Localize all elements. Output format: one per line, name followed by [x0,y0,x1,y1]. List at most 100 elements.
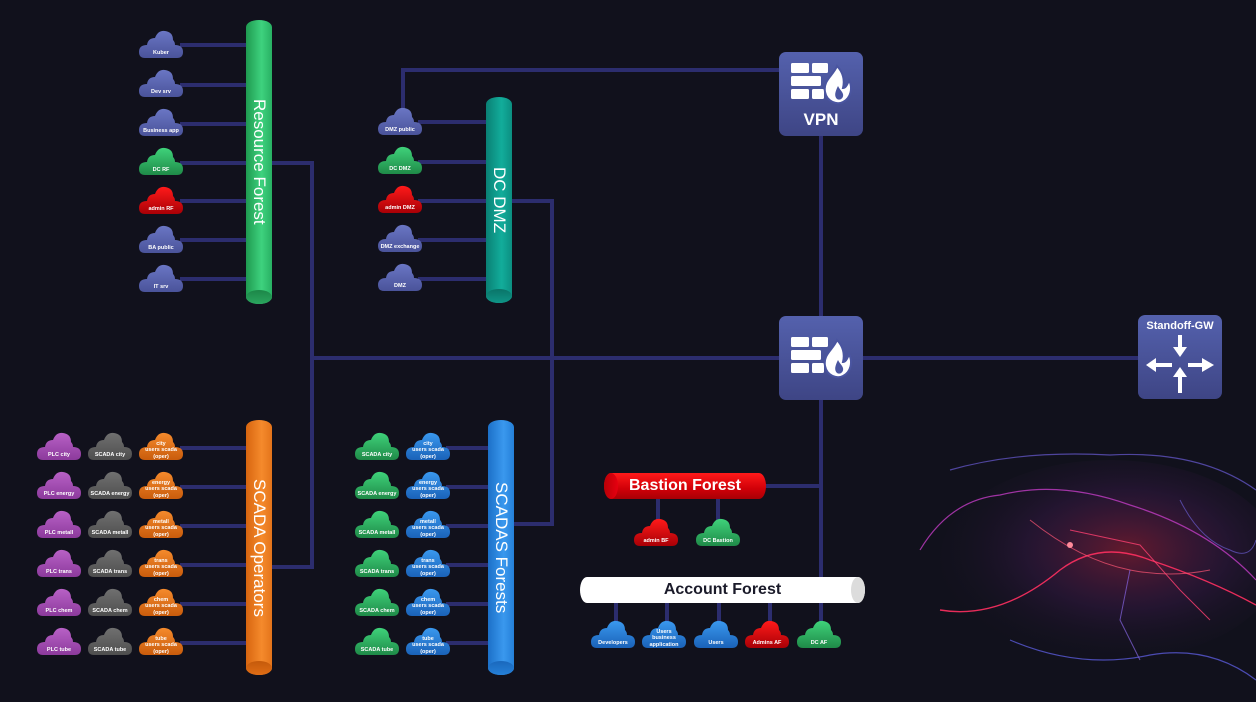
cloud-label: SCADA tube [93,646,127,653]
resource-cloud[interactable]: IT srv [139,262,183,294]
connector [180,238,248,242]
cloud-label: trans users scada (oper) [145,557,177,577]
connector [418,160,488,164]
scadas-forests-cylinder[interactable]: SCADAS Forests [488,420,514,675]
account-cloud[interactable]: DC AF [797,618,841,650]
users-scada-cloud[interactable]: chem users scada (oper) [406,586,450,618]
scada-cloud[interactable]: SCADA tube [355,625,399,657]
users-scada-cloud[interactable]: metall users scada (oper) [406,508,450,540]
cloud-label: SCADA tube [360,646,394,653]
vpn-firewall-device[interactable]: VPN [779,52,863,136]
resource-forest-cylinder[interactable]: Resource Forest [246,20,272,304]
dc-dmz-cylinder[interactable]: DC DMZ [486,97,512,303]
connector [180,83,248,87]
connector [270,161,314,165]
scada-cloud[interactable]: SCADA energy [88,469,132,501]
cloud-icon [355,471,399,499]
scada-cloud[interactable]: SCADA trans [355,547,399,579]
users-scada-cloud[interactable]: energy users scada (oper) [406,469,450,501]
plc-cloud[interactable]: PLC tube [37,625,81,657]
scada-cloud[interactable]: SCADA city [355,430,399,462]
plc-cloud[interactable]: PLC city [37,430,81,462]
users-scada-cloud[interactable]: tube users scada (oper) [139,625,183,657]
users-scada-cloud[interactable]: chem users scada (oper) [139,586,183,618]
users-scada-cloud[interactable]: metall users scada (oper) [139,508,183,540]
cloud-label: city users scada (oper) [145,440,177,460]
connector [716,498,720,522]
cloud-label: BA public [148,244,174,251]
connector [768,600,772,624]
dmz-cloud[interactable]: DMZ exchange [378,222,422,254]
cloud-icon [139,588,183,616]
plc-cloud[interactable]: PLC trans [37,547,81,579]
bastion-forest-cylinder[interactable]: Bastion Forest [604,473,766,499]
scada-cloud[interactable]: SCADA city [88,430,132,462]
dmz-cloud[interactable]: DMZ public [378,105,422,137]
account-cloud[interactable]: Users [694,618,738,650]
scada-cloud[interactable]: SCADA metall [88,508,132,540]
plc-cloud[interactable]: PLC chem [37,586,81,618]
dmz-cloud[interactable]: DMZ [378,261,422,293]
cloud-label: city users scada (oper) [412,440,444,460]
plc-cloud[interactable]: PLC metall [37,508,81,540]
bastion-cloud[interactable]: DC Bastion [696,516,740,548]
resource-cloud[interactable]: Dev srv [139,67,183,99]
resource-cloud[interactable]: BA public [139,223,183,255]
users-scada-cloud[interactable]: trans users scada (oper) [139,547,183,579]
cloud-label: metall users scada (oper) [412,518,444,538]
scada-cloud[interactable]: SCADA chem [88,586,132,618]
users-scada-cloud[interactable]: tube users scada (oper) [406,625,450,657]
dmz-cloud[interactable]: admin DMZ [378,183,422,215]
bastion-cloud[interactable]: admin BF [634,516,678,548]
scada-cloud[interactable]: SCADA chem [355,586,399,618]
resource-cloud[interactable]: DC RF [139,145,183,177]
firewall-icon [791,63,852,105]
resource-forest-label: Resource Forest [250,99,269,225]
core-firewall-device[interactable] [779,316,863,400]
standoff-gw-device[interactable]: Standoff-GW [1138,315,1222,399]
scada-operators-cylinder[interactable]: SCADA Operators [246,420,272,675]
resource-cloud[interactable]: Business app [139,106,183,138]
scada-cloud[interactable]: SCADA energy [355,469,399,501]
scada-cloud[interactable]: SCADA metall [355,508,399,540]
connector [550,199,554,526]
cloud-label: SCADA trans [359,568,395,575]
account-cloud[interactable]: Users business application [642,618,686,650]
cloud-icon [355,510,399,538]
cloud-icon [355,588,399,616]
plc-cloud[interactable]: PLC energy [37,469,81,501]
dmz-cloud[interactable]: DC DMZ [378,144,422,176]
cloud-icon [139,147,183,175]
connector [180,277,248,281]
resource-cloud[interactable]: Kuber [139,28,183,60]
cloud-icon [378,263,422,291]
connector [446,641,490,645]
router-arrows-icon [1146,335,1214,393]
cloud-label: SCADA metall [91,529,129,536]
connector [180,641,248,645]
cloud-label: Kuber [153,49,169,56]
users-scada-cloud[interactable]: city users scada (oper) [139,430,183,462]
background-map-graphic [919,453,1256,681]
cloud-label: PLC city [47,451,70,458]
resource-cloud[interactable]: admin RF [139,184,183,216]
cloud-label: Dev srv [151,88,171,95]
cloud-icon [406,588,450,616]
connector [656,498,660,522]
users-scada-cloud[interactable]: city users scada (oper) [406,430,450,462]
scada-cloud[interactable]: SCADA tube [88,625,132,657]
connector [310,161,314,569]
account-cloud[interactable]: Developers [591,618,635,650]
cloud-label: SCADA chem [359,607,395,614]
account-forest-label: Account Forest [663,581,782,598]
cloud-icon [88,471,132,499]
users-scada-cloud[interactable]: energy users scada (oper) [139,469,183,501]
cloud-icon [139,627,183,655]
users-scada-cloud[interactable]: trans users scada (oper) [406,547,450,579]
cloud-icon [378,146,422,174]
account-forest-cylinder[interactable]: Account Forest [580,577,865,603]
scada-cloud[interactable]: SCADA trans [88,547,132,579]
cloud-icon [139,549,183,577]
connector [418,199,488,203]
account-cloud[interactable]: Admins AF [745,618,789,650]
